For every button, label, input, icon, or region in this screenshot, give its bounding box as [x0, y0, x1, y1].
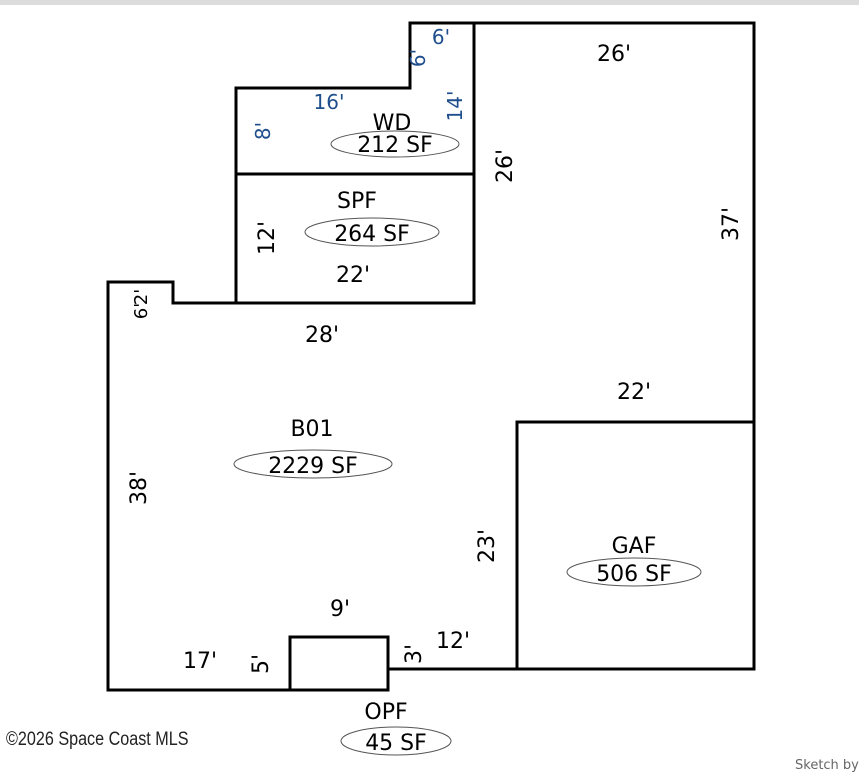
top-bar	[0, 0, 859, 5]
spf-room: SPF 264 SF	[304, 189, 440, 247]
dim-label: 17'	[183, 649, 217, 674]
area-ellipse	[304, 217, 440, 247]
room-area-spf: 264 SF	[334, 222, 410, 247]
copyright-text: ©2026 Space Coast MLS	[6, 729, 189, 750]
dim-label: 8'	[251, 122, 275, 140]
dim-label: 9'	[330, 597, 350, 622]
dim-label: 22'	[336, 263, 370, 288]
b01-room: B01 2229 SF	[233, 417, 393, 479]
gaf-room: GAF 506 SF	[566, 534, 702, 587]
dim-label: 23'	[475, 529, 500, 563]
room-area-opf: 45 SF	[365, 731, 427, 756]
room-name-gaf: GAF	[612, 534, 657, 559]
dim-label: 12'	[436, 629, 470, 654]
dim-label: 22'	[617, 380, 651, 405]
dim-label: 5'	[249, 654, 274, 674]
wd-room: WD 212 SF	[330, 111, 460, 158]
dim-label: 6'	[131, 303, 152, 319]
b01-left-wall	[106, 280, 476, 692]
area-ellipse	[330, 130, 460, 158]
dim-label: 14'	[443, 91, 467, 122]
room-name-b01: B01	[290, 417, 333, 442]
dim-label: 3'	[402, 644, 427, 664]
dim-label: 6'	[406, 49, 430, 67]
area-ellipse	[566, 557, 702, 587]
dim-label: 12'	[255, 221, 280, 255]
dim-label: 37'	[719, 207, 744, 241]
dimension-labels: 6' 6' 16' 14' 8' 12' 22' 26' 26' 37' 22'…	[127, 25, 744, 674]
room-name-spf: SPF	[337, 189, 377, 214]
gaf-outline	[515, 420, 756, 671]
area-ellipse	[340, 726, 452, 756]
room-name-opf: OPF	[364, 700, 407, 725]
dim-label: 26'	[493, 149, 518, 183]
area-ellipse	[233, 449, 393, 479]
walls	[106, 21, 756, 692]
dim-label: 6'	[432, 25, 450, 49]
dim-label: 38'	[127, 471, 152, 505]
wd-wall	[234, 21, 476, 305]
room-area-gaf: 506 SF	[596, 562, 672, 587]
opf-outline	[288, 635, 390, 692]
dim-label: 2'	[131, 289, 152, 305]
dim-label: 26'	[597, 42, 631, 67]
dim-label: 28'	[305, 323, 339, 348]
dim-label: 16'	[314, 90, 345, 114]
room-area-wd: 212 SF	[357, 133, 433, 158]
sketch-credit: Sketch by	[795, 758, 859, 773]
opf-room: OPF 45 SF	[340, 700, 452, 756]
room-area-b01: 2229 SF	[268, 454, 358, 479]
